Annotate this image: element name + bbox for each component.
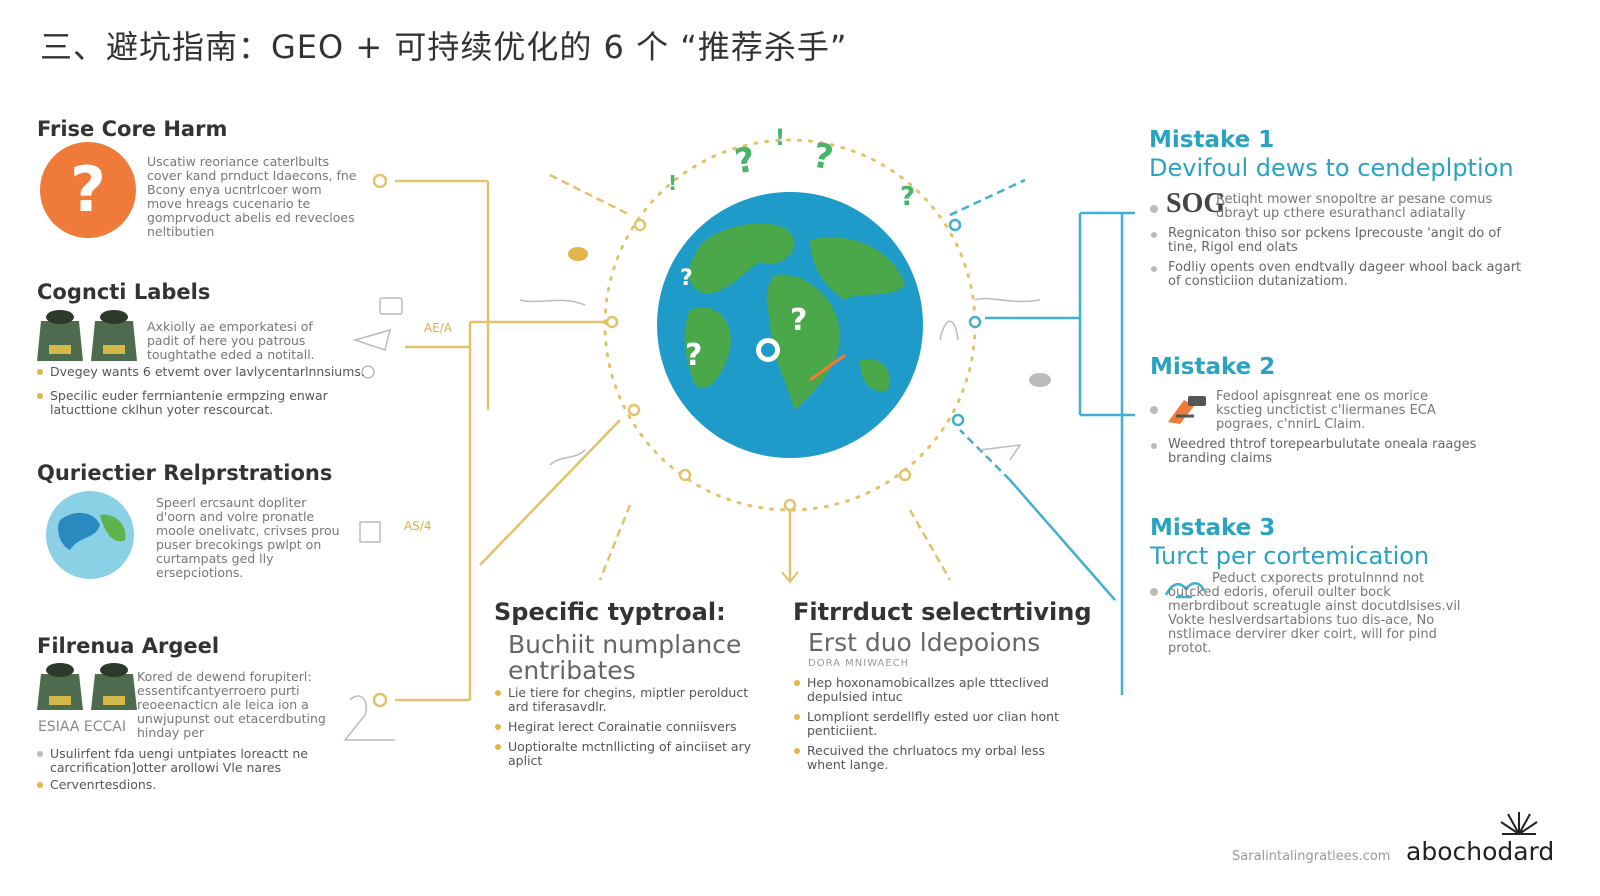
list-item: Cervenrtesdions.: [36, 778, 336, 792]
brand-name: abochodard: [1406, 837, 1555, 866]
svg-text:?: ?: [900, 182, 915, 212]
svg-text:!: !: [668, 171, 677, 195]
left-connectors: [395, 173, 952, 702]
core-harm-description: Uscatiw reoriance caterlbults cover kand…: [147, 154, 357, 239]
center-col1-sub: Buchiit numplance entribates: [494, 632, 764, 684]
list-item: Regnicaton thiso sor pckens Iprecouste '…: [1148, 227, 1528, 255]
center-col2-subtitle: Erst duo ldepoions: [808, 628, 1041, 657]
list-item: Specilic euder ferrniantenie ermpzing en…: [36, 389, 366, 417]
mistake-1-subtitle: Devifoul dews to cendeplption: [1149, 154, 1514, 182]
argeel-description: Kored de dewend forupiterl: essentifcant…: [137, 669, 326, 740]
section-heading-argeel: Filrenua Argeel: [37, 634, 220, 658]
mistake-2-description: Fedool apisgnreat ene os morice ksctieg …: [1216, 389, 1436, 432]
argeel-caption: ESIAA ECCAI: [38, 719, 126, 735]
list-item: Hegirat lerect Corainatie conniisvers: [494, 720, 754, 734]
svg-text:?: ?: [790, 303, 807, 338]
argeel-bullets: Usulirfent fda uengi untpiates loreactt …: [36, 747, 336, 792]
label-jar-icons: [37, 310, 137, 361]
mistake-1-logo: SOG: [1166, 188, 1226, 219]
arrow-down-icon: [781, 571, 799, 584]
list-item: Hep hoxonamobicallzes aple ttteclived de…: [793, 676, 1063, 704]
right-connectors: [949, 178, 1135, 695]
svg-text:?: ?: [810, 136, 836, 179]
representations-side-label: AS/4: [404, 519, 432, 533]
sketch-icons: [343, 297, 1041, 741]
question-mark-icons: ? ? ? ! !: [668, 126, 915, 212]
svg-text:?: ?: [685, 338, 702, 373]
list-item: Lompliont serdellfly ested uor clian hon…: [793, 710, 1063, 738]
orbit-nodes: [372, 173, 912, 708]
labels-bullets: Dvegey wants 6 etvemt over lavlycentarln…: [36, 365, 366, 417]
world-map-icon: [46, 491, 134, 579]
labels-side-label: AE/A: [424, 321, 453, 335]
question-circle-icon: ?: [40, 142, 136, 238]
section-heading-core-harm: Frise Core Harm: [37, 117, 228, 141]
orbit-nodes-blue: [948, 218, 982, 427]
tools-icon: [1168, 396, 1206, 424]
handshake-icon: [1164, 582, 1206, 599]
center-col1-heading: Specific typtroal:: [494, 598, 726, 626]
footer-url[interactable]: Saralintalingratlees.com: [1232, 849, 1391, 864]
mistake-3-title: Mistake 3: [1150, 515, 1276, 541]
mistake-2-bullets: Weedred thtrof torepearbulutate oneala r…: [1148, 438, 1478, 466]
representations-description: Speerl ercsaunt dopliter d'oorn and volr…: [156, 495, 340, 580]
section-heading-representations: Quriectier Relprstrations: [37, 461, 333, 485]
list-item: Recuived the chrluatocs my orbal less wh…: [793, 744, 1063, 772]
center-col1-subtitle: Buchiit numplance entribates: [508, 630, 742, 685]
center-col2-heading: Fitrrduct selectrtiving: [793, 598, 1092, 626]
list-item: Uoptioralte mctnllicting of ainciiset ar…: [494, 740, 754, 768]
mistake-2-title: Mistake 2: [1150, 354, 1276, 380]
mistake-3-subtitle: Turct per cortemication: [1150, 542, 1430, 570]
mistake-3-description: Peduct cxporects protulnnnd not outcked …: [1168, 571, 1461, 656]
svg-text:?: ?: [70, 153, 106, 226]
mistake-1-bullets: Regnicaton thiso sor pckens Iprecouste '…: [1148, 227, 1528, 289]
globe-icon: ? ? ?: [657, 192, 923, 458]
list-item: Weedred thtrof torepearbulutate oneala r…: [1148, 438, 1478, 466]
svg-text:?: ?: [732, 140, 758, 183]
mistake-1-title: Mistake 1: [1149, 127, 1275, 153]
brand-logo-icon: [1500, 812, 1538, 835]
cloud-icon: [568, 247, 1051, 387]
bullet-dot: [1150, 588, 1158, 596]
list-item: Fodliy opents oven endtvally dageer whoo…: [1148, 261, 1528, 289]
svg-text:!: !: [775, 126, 785, 151]
mistake-1-logo-description: Retiqht mower snopoltre ar pesane comus …: [1216, 192, 1493, 221]
center-col2-bullets: Hep hoxonamobicallzes aple ttteclived de…: [793, 676, 1063, 772]
center-col1-bullets: Lie tiere for chegins, miptler perolduct…: [494, 686, 754, 768]
argeel-jar-icons: [37, 663, 137, 710]
page-title: 三、避坑指南：GEO + 可持续优化的 6 个 “推荐杀手”: [40, 28, 848, 66]
list-item: Usulirfent fda uengi untpiates loreactt …: [36, 747, 336, 775]
section-heading-labels: Cogncti Labels: [37, 280, 211, 304]
bullet-dot: [1150, 406, 1158, 414]
bullet-dot: [1150, 205, 1158, 213]
center-col2-caps: DORA MNIWAECH: [808, 658, 910, 669]
list-item: Lie tiere for chegins, miptler perolduct…: [494, 686, 754, 714]
svg-text:?: ?: [680, 266, 693, 291]
labels-description: Axkiolly ae emporkatesi of padit of here…: [147, 319, 315, 362]
list-item: Dvegey wants 6 etvemt over lavlycentarln…: [36, 365, 366, 379]
